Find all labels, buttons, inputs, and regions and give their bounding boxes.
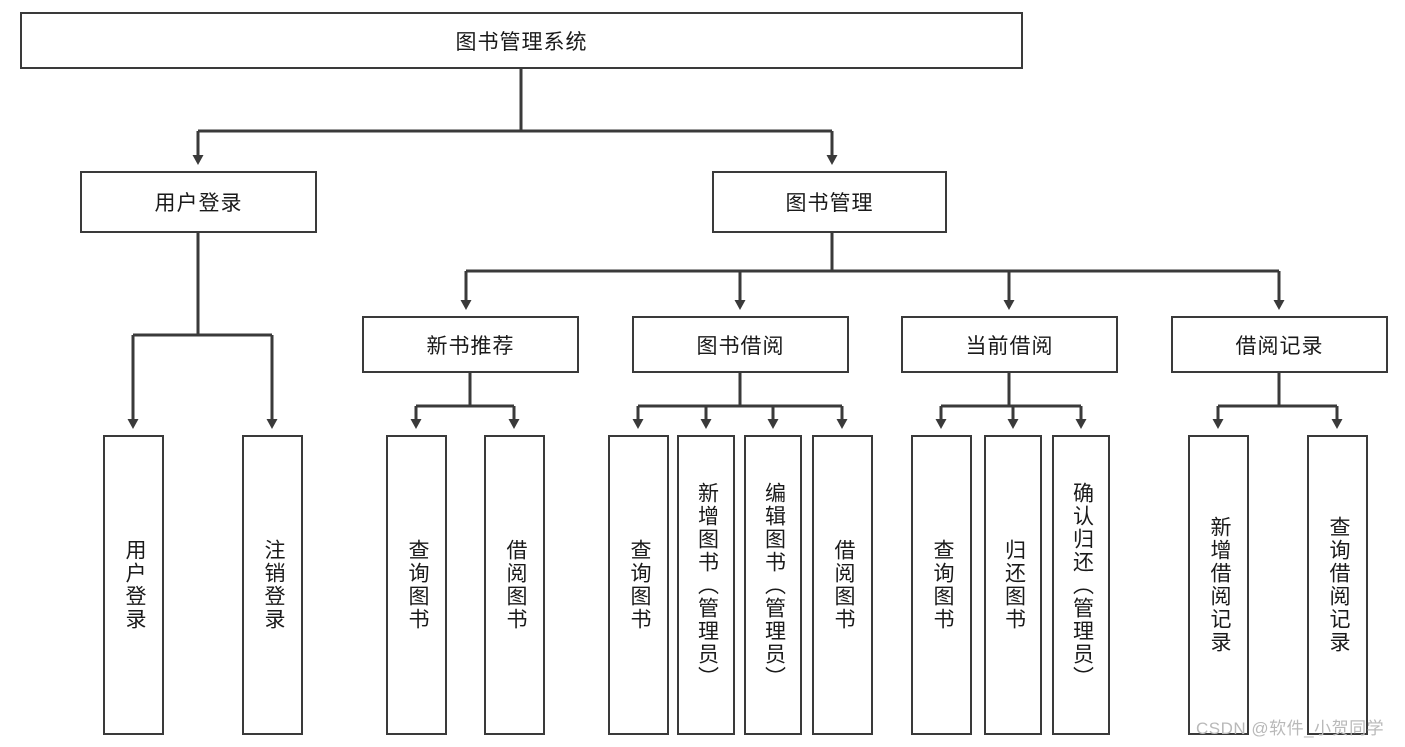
node-current-borrow[interactable]: 当前借阅 — [901, 316, 1118, 373]
node-new-book-recommend-label: 新书推荐 — [426, 334, 515, 358]
node-root-label: 图书管理系统 — [455, 30, 588, 54]
leaf-add-book-admin[interactable]: 新增图书（管理员） — [677, 435, 735, 735]
leaf-return-book-label: 归还图书 — [1002, 539, 1026, 631]
node-new-book-recommend[interactable]: 新书推荐 — [362, 316, 579, 373]
leaf-logout[interactable]: 注销登录 — [242, 435, 303, 735]
leaf-user-login-label: 用户登录 — [122, 539, 146, 631]
node-borrow-record-label: 借阅记录 — [1235, 334, 1324, 358]
leaf-edit-book-admin-label: 编辑图书（管理员） — [762, 481, 786, 689]
node-book-management-label: 图书管理 — [785, 192, 874, 215]
leaf-query-borrow-record-label: 查询借阅记录 — [1326, 516, 1350, 654]
leaf-add-borrow-record[interactable]: 新增借阅记录 — [1188, 435, 1249, 735]
node-root[interactable]: 图书管理系统 — [20, 12, 1023, 69]
leaf-borrow-book-recommend-label: 借阅图书 — [503, 539, 527, 631]
node-book-borrow[interactable]: 图书借阅 — [632, 316, 849, 373]
leaf-borrow-book-label: 借阅图书 — [831, 539, 855, 631]
leaf-return-book[interactable]: 归还图书 — [984, 435, 1042, 735]
leaf-add-book-admin-label: 新增图书（管理员） — [695, 481, 719, 689]
leaf-borrow-book-recommend[interactable]: 借阅图书 — [484, 435, 545, 735]
leaf-query-book-borrow-label: 查询图书 — [627, 539, 651, 631]
leaf-query-book-current[interactable]: 查询图书 — [911, 435, 972, 735]
node-current-borrow-label: 当前借阅 — [965, 334, 1054, 358]
leaf-query-book-borrow[interactable]: 查询图书 — [608, 435, 669, 735]
node-borrow-record[interactable]: 借阅记录 — [1171, 316, 1388, 373]
node-user-login[interactable]: 用户登录 — [80, 171, 317, 233]
leaf-confirm-return-admin-label: 确认归还（管理员） — [1070, 481, 1094, 689]
csdn-watermark: CSDN @软件_小贺同学 — [1196, 719, 1385, 738]
node-book-borrow-label: 图书借阅 — [696, 334, 785, 358]
leaf-add-borrow-record-label: 新增借阅记录 — [1207, 516, 1231, 654]
leaf-user-login[interactable]: 用户登录 — [103, 435, 164, 735]
node-book-management[interactable]: 图书管理 — [712, 171, 947, 233]
leaf-borrow-book[interactable]: 借阅图书 — [812, 435, 873, 735]
leaf-confirm-return-admin[interactable]: 确认归还（管理员） — [1052, 435, 1110, 735]
leaf-query-book-current-label: 查询图书 — [930, 539, 954, 631]
leaf-edit-book-admin[interactable]: 编辑图书（管理员） — [744, 435, 802, 735]
leaf-query-book-recommend[interactable]: 查询图书 — [386, 435, 447, 735]
leaf-logout-label: 注销登录 — [261, 539, 285, 631]
node-user-login-label: 用户登录 — [154, 192, 243, 215]
leaf-query-borrow-record[interactable]: 查询借阅记录 — [1307, 435, 1368, 735]
leaf-query-book-recommend-label: 查询图书 — [405, 539, 429, 631]
